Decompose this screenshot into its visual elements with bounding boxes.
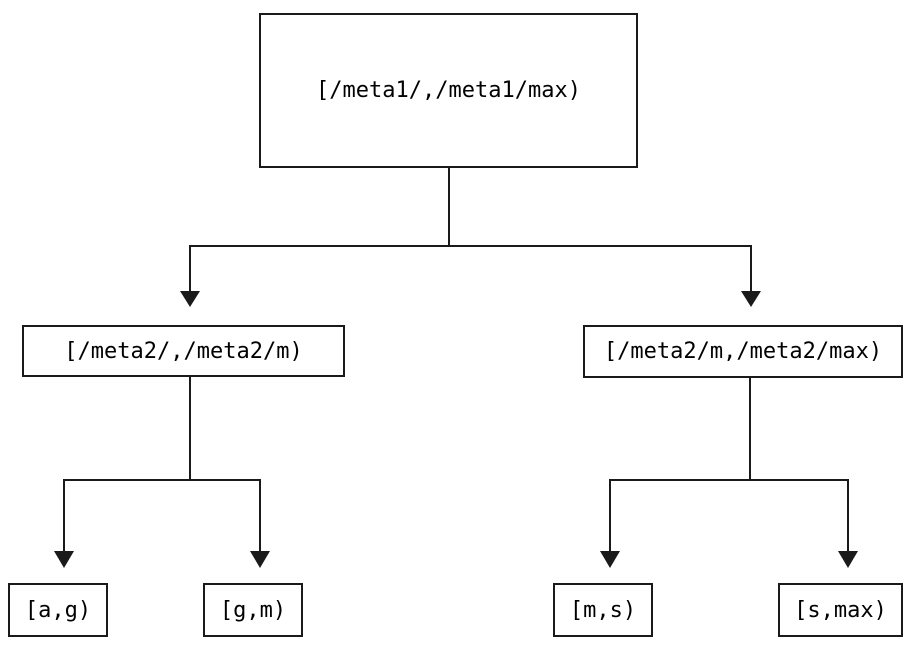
node-leaf-ms: [m,s) (553, 583, 653, 637)
node-root-label: [/meta1/,/meta1/max) (316, 78, 581, 103)
node-meta2-high-range: [/meta2/m,/meta2/max) (583, 325, 903, 378)
edge-root-rail (189, 245, 752, 292)
arrowhead-to-leaf-ms (600, 551, 620, 568)
arrowhead-to-leaf-gm (250, 551, 270, 568)
edge-meta2-high-rail (609, 479, 849, 552)
arrowhead-to-meta2-high (741, 291, 761, 307)
node-leaf-gm: [g,m) (203, 583, 303, 637)
node-leaf-ag: [a,g) (8, 583, 108, 637)
node-leaf-gm-label: [g,m) (219, 597, 287, 623)
arrowhead-to-meta2-low (180, 291, 200, 307)
node-leaf-smax-label: [s,max) (794, 597, 887, 623)
node-leaf-ag-label: [a,g) (24, 597, 92, 623)
node-meta2-low-range: [/meta2/,/meta2/m) (22, 325, 345, 377)
node-meta2-low-label: [/meta2/,/meta2/m) (64, 338, 303, 364)
node-leaf-smax: [s,max) (778, 583, 903, 637)
node-root-meta1-range: [/meta1/,/meta1/max) (259, 13, 638, 168)
arrowhead-to-leaf-ag (54, 551, 74, 568)
node-meta2-high-label: [/meta2/m,/meta2/max) (603, 339, 883, 364)
node-leaf-ms-label: [m,s) (569, 597, 637, 623)
arrowhead-to-leaf-smax (838, 551, 858, 568)
edge-meta2-low-rail (63, 479, 261, 552)
